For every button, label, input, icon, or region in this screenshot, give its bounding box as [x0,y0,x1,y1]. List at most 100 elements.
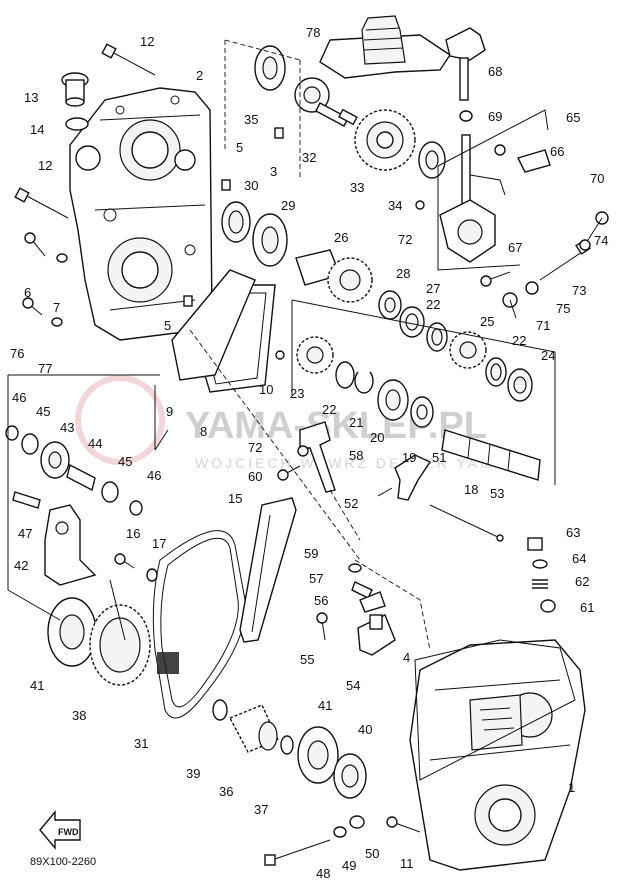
callout: 8 [200,424,207,439]
plug-10 [275,350,285,360]
callout: 66 [550,144,564,159]
callout: 16 [126,526,140,541]
watermark-main: YAMA-SKLEP.PL [185,405,487,447]
gear-33 [354,109,416,171]
callout: 61 [580,600,594,615]
spring-56 [359,591,386,613]
fwd-label: FWD [58,827,79,837]
callout: 63 [566,525,580,540]
gear-23 [296,336,334,374]
washer-7 [56,253,68,263]
shift-boot-78 [319,15,451,79]
callout: 30 [244,178,258,193]
washer-64 [532,559,548,569]
oil-seal-40 [333,753,367,799]
callout: 15 [228,491,242,506]
washer-22c [335,361,355,389]
callout: 3 [270,164,277,179]
bushing-27 [399,306,425,338]
callout: 37 [254,802,268,817]
callout: 72 [248,440,262,455]
callout: 22 [512,333,526,348]
callout: 40 [358,722,372,737]
callout: 45 [118,454,132,469]
callout: 38 [72,708,86,723]
bolt-16 [114,553,135,569]
callout: 36 [219,784,233,799]
callout: 19 [402,450,416,465]
dog-25 [449,331,487,369]
callout: 57 [309,571,323,586]
callout: 43 [60,420,74,435]
callout: 70 [590,171,604,186]
bolt-48 [264,839,331,866]
callout: 65 [566,110,580,125]
primary-shaft-32 [294,77,358,127]
stopper-lever-54 [357,614,396,656]
callout: 21 [349,415,363,430]
callout: 22 [426,297,440,312]
callout: 60 [248,469,262,484]
crankcase-right-part [409,639,586,871]
callout: 77 [38,361,52,376]
clip-57 [351,581,373,599]
bearing-35 [254,45,286,91]
callout: 18 [464,482,478,497]
washer-77 [51,317,63,327]
callout: 41 [30,678,44,693]
bolt-67 [480,271,511,287]
callout: 2 [196,68,203,83]
plug-63 [527,537,543,551]
callout: 9 [166,404,173,419]
callout: 71 [536,318,550,333]
callout: 53 [490,486,504,501]
callout: 45 [36,404,50,419]
sprocket-38 [89,604,151,686]
callout: 41 [318,698,332,713]
callout: 31 [134,736,148,751]
watermark: YAMA-SKLEP.PL WOJCIECH WAWRZ DEALER YAMA… [75,375,530,471]
callout: 56 [314,593,328,608]
dowel-3 [274,127,284,139]
bolt-55 [316,612,328,641]
ball-joint-70 [587,211,609,241]
callout: 73 [572,283,586,298]
callout: 69 [488,109,502,124]
callout: 47 [18,526,32,541]
ball-joint-71 [502,292,518,319]
nut-72-mid [297,445,309,457]
callout: 1 [568,780,575,795]
nut-46-left [5,425,19,441]
washer-59 [348,563,362,573]
sprocket-36 [229,704,279,753]
diagram-code: 89X100-2260 [30,856,96,868]
callout: 14 [30,122,44,137]
bearing-24 [507,368,533,402]
shaft-47 [12,491,41,509]
callout: 7 [53,300,60,315]
bearing-43 [40,441,70,479]
bearing-29 [252,213,288,267]
bearing-41-left [47,597,97,667]
washer-50 [349,815,365,829]
callout: 28 [396,266,410,281]
bolt-60 [277,465,301,481]
collar-44 [66,463,96,492]
pin-52 [377,487,393,497]
bearing-19 [410,396,434,428]
oil-filler-cap [61,72,89,107]
callout: 68 [488,64,502,79]
callout: 12 [140,34,154,49]
shift-lever-65 [439,134,506,263]
callout: 72 [398,232,412,247]
callout: 34 [388,198,402,213]
washer-37 [280,735,294,755]
shift-fork-51 [394,454,432,501]
nut-72-top [415,200,425,210]
drive-shaft-26 [295,249,373,303]
callout: 4 [403,650,410,665]
dowel-5a [221,179,231,191]
washer-39 [212,699,228,721]
nut-69 [459,110,473,122]
